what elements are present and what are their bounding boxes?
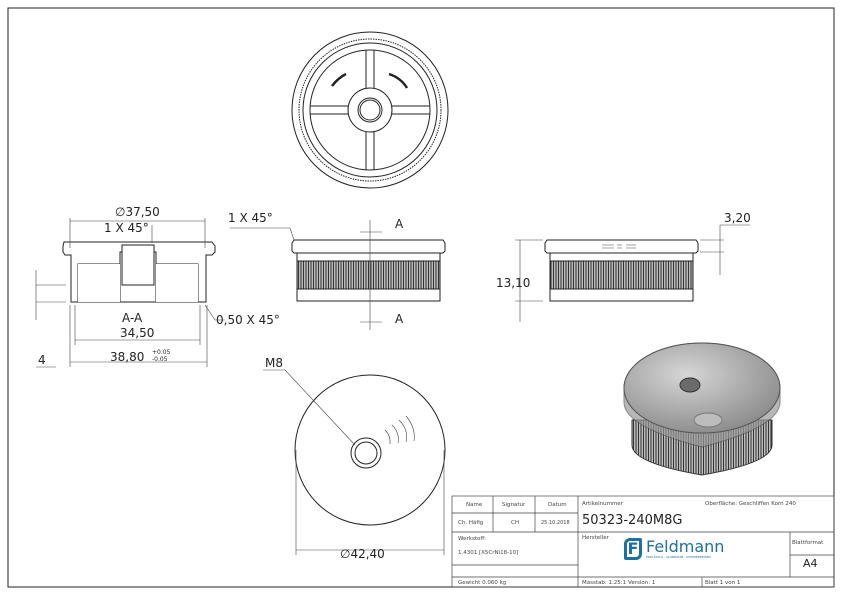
logo-subtitle: EDELSTAHL · ALUMINIUM · SCHMIEDEEISEN [646, 555, 711, 559]
massstab: Masstab: 1.25:1 [582, 580, 627, 586]
hersteller-label: Hersteller [582, 535, 609, 541]
top-view [291, 31, 449, 189]
logo-f-icon: F [624, 538, 642, 560]
blattformat-label: Blattformat [792, 540, 824, 546]
section-mark-bottom: A [395, 312, 404, 326]
section-mark-top: A [395, 217, 404, 231]
werkstoff-value: 1.4301 [X5CrNi18-10] [458, 550, 519, 556]
dim-flange: 3,20 [724, 211, 751, 225]
artikelnummer-value: 50323-240M8G [582, 513, 683, 528]
isometric-view [623, 342, 781, 476]
gewicht: Gewicht 0.060 kg [458, 580, 507, 586]
name-value: Ch. Häfig [458, 520, 484, 526]
artikelnummer-label: Artikelnummer [582, 501, 623, 507]
thread-label: M8 [265, 356, 283, 370]
dim-height-small: 4 [38, 353, 46, 367]
signatur-label: Signatur [502, 502, 526, 508]
dim-diameter: ∅42,40 [340, 547, 385, 561]
dim-chamfer-bottom: 0,50 X 45° [216, 313, 280, 327]
title-block-grid [451, 495, 835, 588]
tolerance-minus: -0.05 [152, 356, 168, 363]
blatt: Blatt 1 von 1 [705, 580, 741, 586]
signatur-value: CH [511, 520, 519, 526]
name-label: Name [466, 502, 483, 508]
dim-outer-diameter: ∅37,50 [115, 205, 160, 219]
dim-total-width: 38,80 [110, 350, 144, 364]
bottom-view: M8 ∅42,40 [263, 356, 446, 561]
datum-value: 25.10.2018 [541, 520, 570, 526]
side-view: 13,10 3,20 [496, 211, 751, 322]
dim-height: 13,10 [496, 276, 530, 290]
dim-chamfer: 1 X 45° [228, 211, 273, 225]
feldmann-logo: F Feldmann EDELSTAHL · ALUMINIUM · SCHMI… [624, 538, 724, 560]
front-view: 1 X 45° A A [228, 211, 446, 330]
datum-label: Datum [548, 502, 567, 508]
blattformat-value: A4 [803, 557, 818, 570]
dim-chamfer-top: 1 X 45° [104, 221, 149, 235]
logo-text: Feldmann [646, 537, 725, 556]
tolerance-plus: +0.05 [152, 349, 171, 356]
werkstoff-label: Werkstoff: [458, 536, 486, 542]
dim-inner-width: 34,50 [120, 326, 154, 340]
oberflaeche: Oberfläche: Geschliffen Korn 240 [705, 501, 796, 507]
section-label: A-A [122, 311, 143, 325]
version: Version: 1 [628, 580, 656, 586]
section-view-a-a: ∅37,50 1 X 45° A-A 34,50 38,80 +0.05 -0.… [35, 205, 280, 368]
sheet-border [7, 7, 835, 588]
